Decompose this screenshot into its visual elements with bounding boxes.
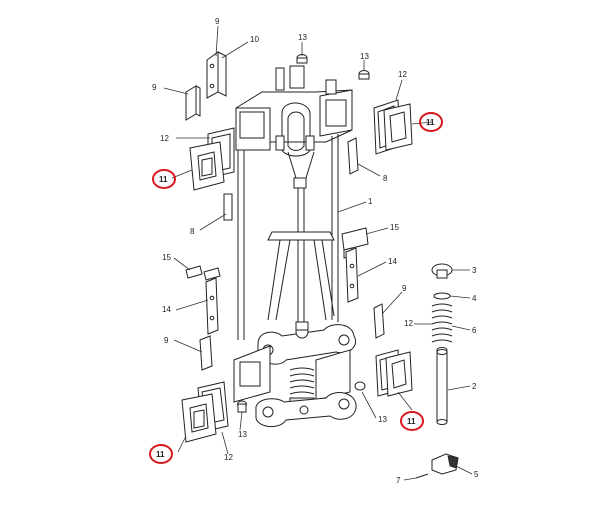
callout-11-lower-right: 11 <box>407 417 416 426</box>
highlight-ring-11-upper-left <box>152 169 176 189</box>
part-3-knob <box>431 263 453 279</box>
part-15-clip-left <box>185 265 221 281</box>
part-13-nut-lower-right <box>354 381 366 391</box>
callout-13-top: 13 <box>298 33 307 42</box>
highlighted-callouts: 11 11 11 11 <box>149 112 443 464</box>
part-5-handle <box>431 453 459 475</box>
callout-10: 10 <box>250 35 259 44</box>
part-4-snap-ring <box>433 292 451 300</box>
callout-13-top-right: 13 <box>360 52 369 61</box>
part-2-pin <box>436 349 448 425</box>
part-13-nut-lower-left <box>237 400 247 413</box>
callout-4: 4 <box>472 294 477 303</box>
callout-12-lower-left: 12 <box>224 453 233 462</box>
callout-11-upper-right: 11 <box>426 118 435 127</box>
highlight-ring-11-upper-right <box>419 112 443 132</box>
callout-11-upper-left: 11 <box>159 175 168 184</box>
callout-1: 1 <box>368 197 373 206</box>
callout-12-upper-left: 12 <box>160 134 169 143</box>
part-9-plate-upper <box>185 85 201 121</box>
callouts: 9 10 9 12 8 13 13 12 8 1 15 14 15 14 9 9… <box>152 17 479 485</box>
part-14-bracket-right <box>345 247 359 303</box>
highlight-ring-11-lower-left <box>149 444 173 464</box>
callout-13-lower-right: 13 <box>378 415 387 424</box>
part-6-spring <box>431 303 453 353</box>
callout-2: 2 <box>472 382 477 391</box>
part-8-spacer-right <box>347 137 359 175</box>
leader-lines <box>163 25 473 481</box>
part-14-bracket-left <box>205 277 219 335</box>
callout-9-lower-left: 9 <box>164 336 169 345</box>
callout-9-left: 9 <box>152 83 157 92</box>
callout-15-right: 15 <box>390 223 399 232</box>
callout-11-lower-left: 11 <box>156 450 165 459</box>
callout-14-left: 14 <box>162 305 171 314</box>
callout-13-lower-left: 13 <box>238 430 247 439</box>
part-9-plate-lower-left <box>199 335 213 371</box>
callout-6: 6 <box>472 326 477 335</box>
part-8-spacer-left <box>223 193 233 221</box>
part-9-plate-right <box>373 303 385 339</box>
part-11-wear-pad-lower-left <box>181 393 217 443</box>
callout-12-upper-right: 12 <box>398 70 407 79</box>
part-10-plate <box>206 51 227 99</box>
callout-7: 7 <box>396 476 401 485</box>
callout-14-right: 14 <box>388 257 397 266</box>
callout-3: 3 <box>472 266 477 275</box>
part-11-wear-pad-upper-right <box>383 103 413 151</box>
callout-8-right: 8 <box>383 174 388 183</box>
highlight-ring-11-lower-right <box>400 411 424 431</box>
callout-9-right: 9 <box>402 284 407 293</box>
part-11-wear-pad-upper-left <box>189 141 225 191</box>
callout-9-top: 9 <box>215 17 220 26</box>
callout-15-left: 15 <box>162 253 171 262</box>
part-11-wear-pad-lower-right <box>385 351 413 397</box>
part-7-roll-pin <box>415 473 429 479</box>
callout-12-right: 12 <box>404 319 413 328</box>
callout-8-left: 8 <box>190 227 195 236</box>
main-frame <box>233 65 357 427</box>
part-13-nut-top-right <box>358 70 370 80</box>
callout-5: 5 <box>474 470 479 479</box>
